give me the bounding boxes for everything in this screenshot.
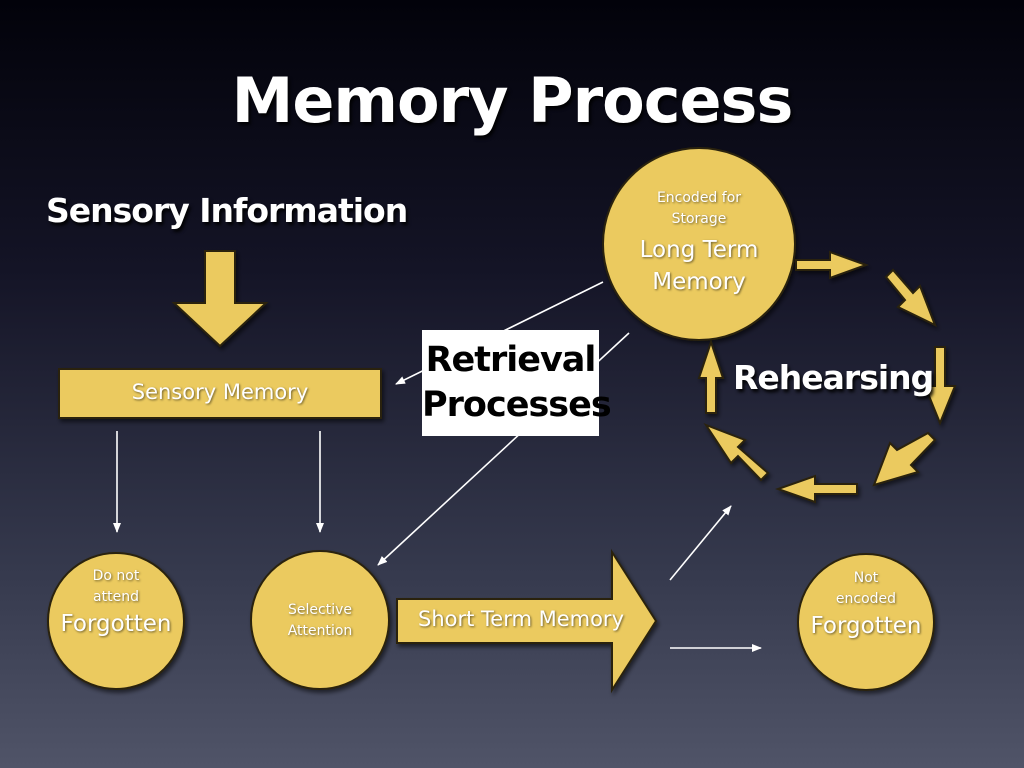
selective-attention-text: Selective Attention — [251, 600, 389, 642]
do-not-attend-forgotten: Forgotten — [60, 611, 172, 637]
retrieval-line2: Processes — [422, 385, 612, 425]
rehearse-arrow-7 — [697, 338, 725, 414]
rehearse-arrow-6 — [703, 422, 770, 482]
not-encoded-circle — [797, 553, 935, 691]
selective-attention-line1: Selective — [288, 602, 352, 618]
short-term-memory-label: Short Term Memory — [417, 607, 624, 631]
page-title: Memory Process — [231, 64, 794, 137]
not-encoded-forgotten: Forgotten — [810, 613, 922, 639]
rehearse-arrow-3 — [923, 346, 957, 426]
ltm-label-line1: Long Term — [639, 237, 759, 263]
do-not-attend-caption-line1: Do not — [92, 568, 140, 584]
down-arrow-sensory — [171, 250, 269, 348]
do-not-attend-circle — [47, 552, 185, 690]
ltm-caption-line1: Encoded for — [656, 190, 742, 206]
ltm-caption-line2: Storage — [671, 211, 727, 227]
rehearsing-label: Rehearsing — [733, 358, 934, 397]
ltm-label-line2: Memory — [652, 269, 746, 295]
long-term-memory-circle — [602, 147, 796, 341]
short-term-memory-arrow — [396, 548, 658, 694]
rehearse-arrow-1 — [795, 250, 869, 280]
sensory-memory-label: Sensory Memory — [131, 380, 309, 404]
selective-attention-line2: Attention — [287, 623, 353, 639]
not-encoded-text: Not encoded Forgotten — [798, 568, 934, 642]
do-not-attend-text: Do not attend Forgotten — [48, 566, 184, 640]
not-encoded-caption-line2: encoded — [835, 591, 897, 607]
sensory-memory-box — [58, 368, 382, 419]
not-encoded-caption-line1: Not — [853, 570, 879, 586]
sensory-information-heading: Sensory Information — [46, 191, 408, 230]
long-term-memory-text: Encoded for Storage Long Term Memory — [603, 188, 795, 298]
do-not-attend-caption-line2: attend — [93, 589, 139, 605]
retrieval-processes-box: Retrieval Processes — [422, 330, 612, 436]
rehearse-arrow-2 — [884, 268, 937, 328]
retrieval-line1: Retrieval — [425, 340, 597, 380]
selective-attention-circle — [250, 550, 390, 690]
arrow-stm-to-rehearsal — [669, 505, 732, 581]
rehearse-arrow-4 — [872, 431, 937, 487]
rehearse-arrow-5 — [774, 474, 858, 504]
rehearsal-cycle — [697, 250, 957, 504]
